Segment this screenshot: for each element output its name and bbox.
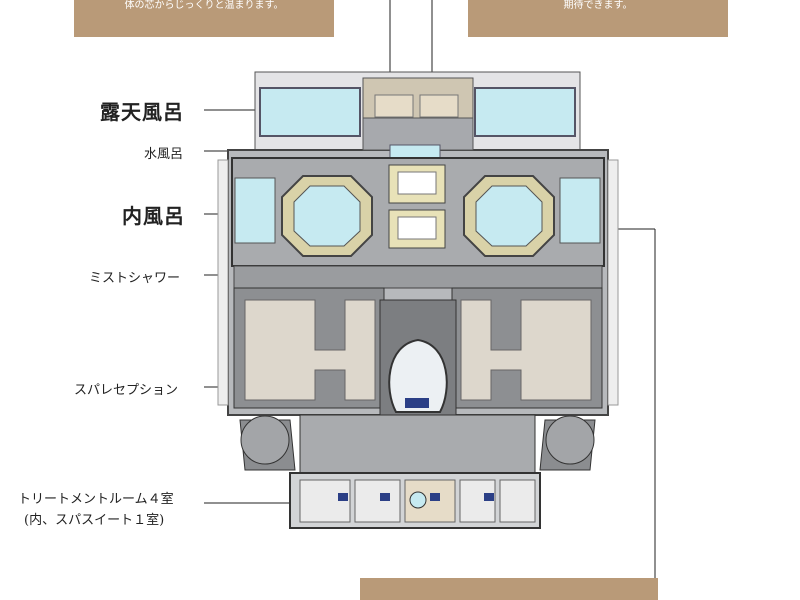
label-outdoor-bath: 露天風呂 (100, 100, 184, 124)
lobby (299, 414, 536, 474)
top-right-banner-text: 期待できます。 (563, 0, 633, 11)
label-indoor-bath: 内風呂 (122, 204, 185, 228)
outdoor-bath-area (259, 77, 576, 151)
label-spa-reception: スパレセプション (74, 383, 179, 398)
label-spa-suite: (内、スパスイート１室) (24, 513, 165, 528)
mist-shower-corridor (233, 265, 603, 289)
spa-reception (379, 299, 457, 421)
changing-rooms (233, 287, 603, 409)
top-left-banner-text: 体の芯からじっくりと温まります。 (124, 0, 284, 11)
top-left-banner: 体の芯からじっくりと温まります。 (74, 0, 334, 37)
indoor-bath-hall (231, 157, 605, 267)
label-mist-shower: ミストシャワー (89, 271, 181, 286)
top-right-banner: 期待できます。 (468, 0, 728, 37)
bottom-banner (360, 578, 658, 600)
label-treatment-rooms: トリートメントルーム４室 (18, 492, 174, 507)
treatment-rooms (289, 472, 541, 529)
rotundas (239, 415, 596, 471)
label-cold-bath: 水風呂 (144, 147, 184, 162)
